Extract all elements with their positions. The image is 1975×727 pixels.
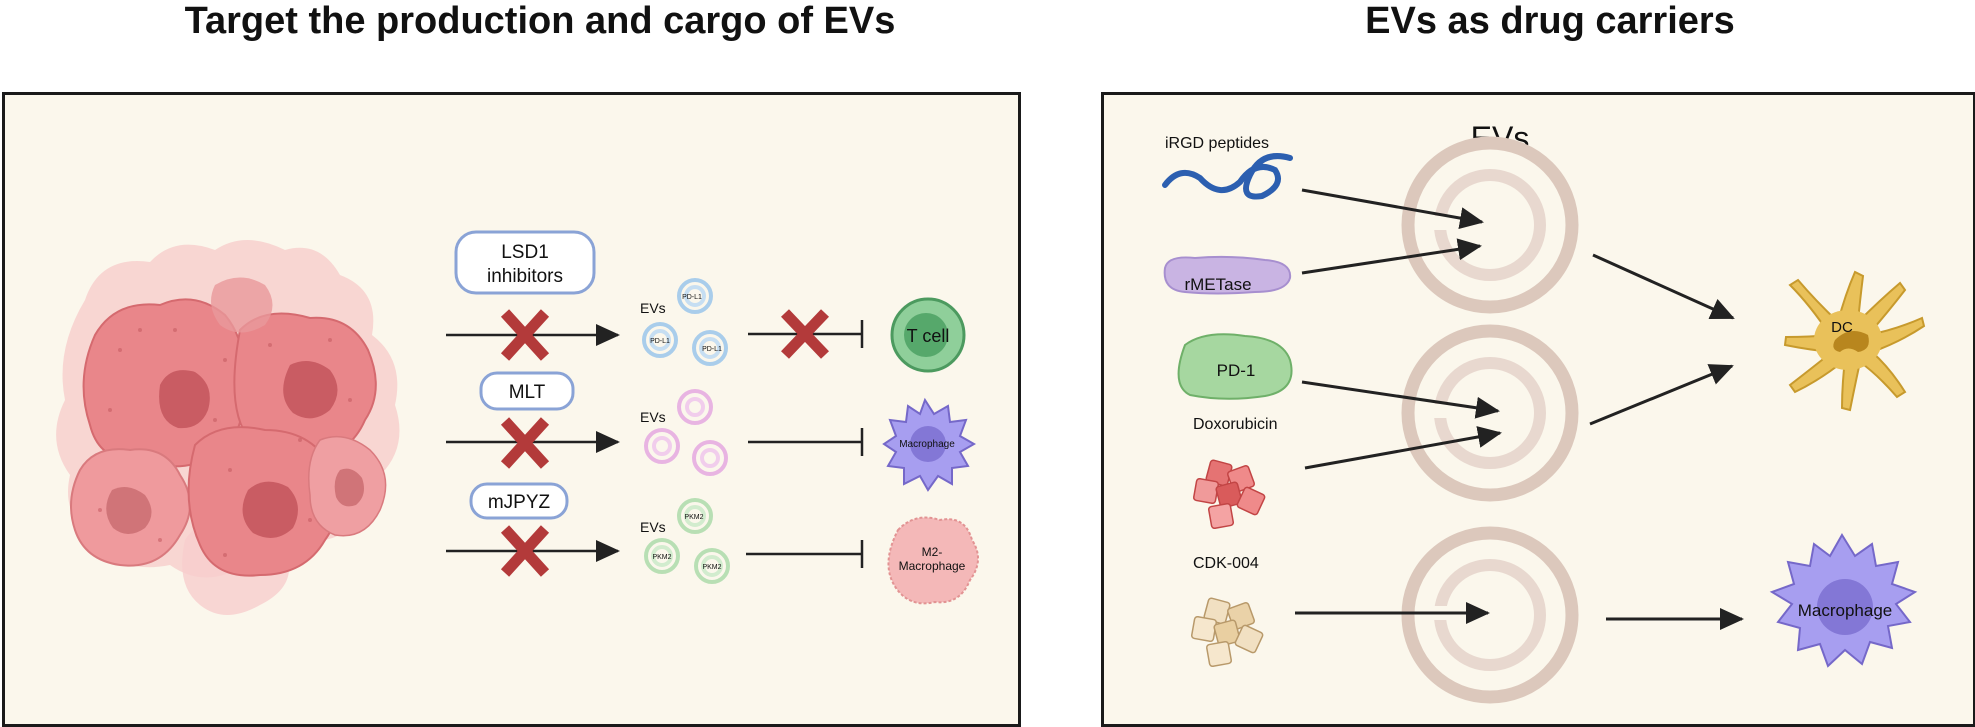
block-cross-icon [781, 309, 829, 359]
rmetase-label: rMETase [1184, 275, 1251, 294]
right-panel-title: EVs as drug carriers [1365, 0, 1735, 42]
t-cell-label: T cell [907, 326, 950, 346]
rmetase-icon [1163, 255, 1292, 295]
mlt-box: MLT [479, 371, 575, 411]
macrophage-label-right: Macrophage [1798, 601, 1893, 620]
pkm2-tag-3: PKM2 [702, 564, 721, 571]
m2-label-line1: M2- [922, 545, 943, 559]
doxorubicin-arrow [1304, 426, 1502, 470]
m2-macrophage-icon [887, 516, 979, 605]
ev-to-dc-arrow-1 [1592, 253, 1735, 320]
tumor-cell-cluster-icon [56, 240, 400, 615]
m2-label-line2: Macrophage [899, 559, 966, 573]
mlt-label: MLT [509, 382, 546, 403]
cdk-004-label: CDK-004 [1193, 555, 1259, 572]
pd-l1-ev-group [642, 278, 728, 366]
evs-label-3: EVs [640, 519, 666, 535]
ev-carrier-1-icon [1401, 136, 1579, 314]
ev-carrier-2-icon [1401, 324, 1579, 502]
ev-carrier-3-icon [1401, 526, 1579, 704]
macrophage-icon [1769, 533, 1918, 668]
irgd-label: iRGD peptides [1165, 135, 1269, 152]
pkm2-ev-group [644, 498, 730, 584]
irgd-arrow [1301, 188, 1484, 229]
mjpyz-box: mJPYZ [469, 482, 569, 520]
inhibitors-label: inhibitors [487, 266, 563, 287]
mjpyz-label: mJPYZ [488, 492, 551, 513]
lsd1-label: LSD1 [501, 242, 549, 263]
empty-ev-group [644, 389, 728, 476]
left-panel-title: Target the production and cargo of EVs [184, 0, 896, 42]
pd-1-icon [1177, 333, 1293, 400]
cdk-004-icon [1190, 597, 1264, 668]
evs-label-2: EVs [640, 409, 666, 425]
macrophage-icon [882, 397, 977, 492]
pkm2-tag-2: PKM2 [652, 554, 671, 561]
pkm2-tag-1: PKM2 [684, 514, 703, 521]
dendritic-cell-icon [1783, 270, 1926, 412]
evs-label-1: EVs [640, 300, 666, 316]
rmetase-arrow [1301, 238, 1482, 275]
pd-l1-tag-3: PD-L1 [702, 346, 722, 353]
block-cross-icon [500, 417, 550, 469]
inhibition-line-3 [746, 540, 864, 568]
doxorubicin-label: Doxorubicin [1193, 416, 1277, 433]
irgd-peptide-icon [1162, 153, 1293, 200]
macrophage-label-left: Macrophage [899, 439, 955, 450]
inhibition-line-2 [748, 428, 864, 456]
pd-1-arrow [1301, 380, 1500, 419]
t-cell-icon [890, 297, 966, 373]
pd-l1-tag-2: PD-L1 [650, 338, 670, 345]
dc-label: DC [1831, 319, 1853, 336]
doxorubicin-icon [1192, 459, 1266, 530]
ev-to-dc-arrow-2 [1589, 364, 1734, 426]
pd-1-label: PD-1 [1217, 361, 1256, 380]
lsd1-inhibitors-box: LSD1 inhibitors [454, 230, 596, 295]
block-cross-icon [500, 525, 550, 577]
pd-l1-tag-1: PD-L1 [682, 294, 702, 301]
block-cross-icon [500, 309, 550, 361]
